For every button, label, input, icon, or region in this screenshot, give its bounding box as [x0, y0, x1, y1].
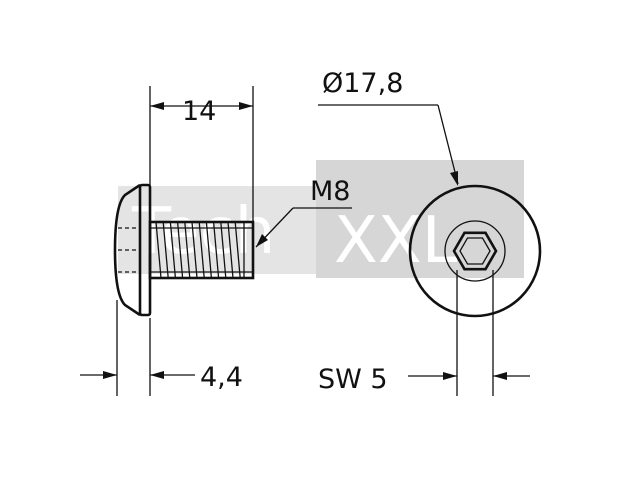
watermark: Tech XXL: [118, 160, 524, 278]
thread-helix-line: [155, 221, 162, 279]
dimension-label-thread: M8: [310, 176, 350, 207]
head-outline-circle: [408, 184, 542, 318]
thread-helix-line: [227, 221, 234, 279]
arrowhead-thread: [256, 234, 268, 247]
thread-helix-line: [176, 221, 184, 279]
thread-helix-line: [205, 221, 213, 279]
thread-helix-line: [220, 221, 227, 279]
dimension-head-height: 4,4: [80, 300, 243, 396]
thread-helix-line: [162, 221, 169, 279]
arrowhead-sw-left: [443, 372, 457, 380]
head-inner-circle: [444, 220, 506, 282]
hex-socket-inner: [459, 237, 491, 265]
watermark-text-right: XXL: [334, 204, 458, 278]
dimension-label-head-height: 4,4: [200, 362, 243, 393]
screw-end-view: [408, 184, 542, 318]
hex-socket: [452, 231, 498, 271]
dimension-label-hex-socket: SW 5: [318, 364, 388, 395]
leader-line-diameter: [437, 104, 459, 185]
thread-helix-line: [191, 221, 198, 279]
arrowhead-diameter: [450, 171, 458, 186]
dimension-diameter: Ø17,8: [318, 68, 459, 186]
thread-helix-line: [198, 221, 205, 279]
watermark-text-left: Tech: [131, 195, 275, 269]
arrowhead-head-right: [150, 371, 164, 379]
watermark-box-right: [316, 160, 524, 278]
arrowhead-sw-right: [493, 372, 507, 380]
thread-helix-line: [234, 221, 241, 279]
screw-side-view: [113, 183, 255, 317]
dimension-thread: M8: [255, 176, 352, 248]
dimension-label-diameter: Ø17,8: [322, 68, 403, 99]
thread-helix-line: [184, 221, 191, 279]
thread-helix-line: [169, 221, 177, 279]
arrowhead-right: [239, 102, 253, 110]
dimension-length: 14: [149, 86, 254, 222]
screw-shank: [148, 220, 255, 280]
dimension-label-length: 14: [182, 96, 216, 127]
screw-head-dome: [113, 183, 141, 317]
dimension-hex-socket: SW 5: [318, 270, 530, 396]
arrowhead-left: [150, 102, 164, 110]
thread-helix: [155, 221, 241, 279]
arrowhead-head-left: [103, 371, 117, 379]
thread-helix-line: [212, 221, 220, 279]
